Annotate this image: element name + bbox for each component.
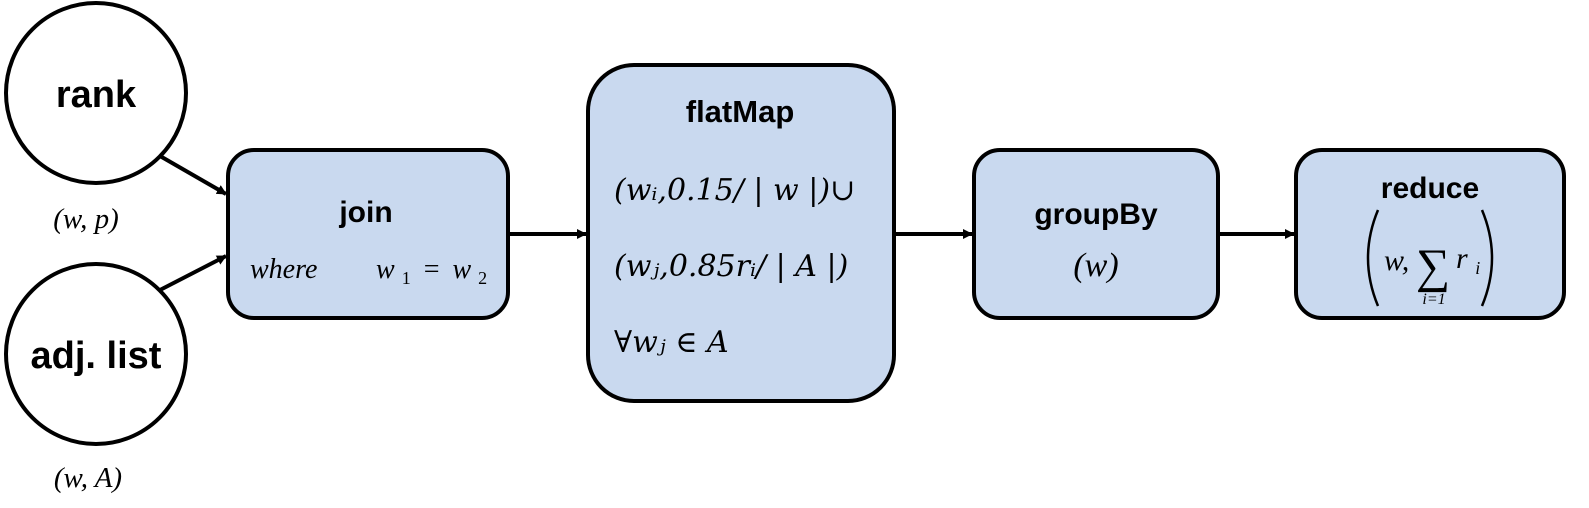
join-lhs-sub: 1 bbox=[402, 268, 411, 288]
rank-input-node: rank bbox=[4, 1, 188, 185]
flatmap-expr-line1: (wᵢ,0.15/ | w |)∪ bbox=[614, 173, 855, 208]
adj-list-schema: (w, A) bbox=[54, 462, 122, 494]
reduce-sigma-lower: i=1 bbox=[1422, 291, 1445, 308]
reduce-summand-sub: i bbox=[1475, 258, 1480, 278]
join-rhs-sub: 2 bbox=[478, 268, 487, 288]
reduce-sigma: ∑ bbox=[1416, 240, 1450, 293]
reduce-title: reduce bbox=[1381, 172, 1479, 205]
adj-list-circle bbox=[4, 262, 188, 446]
groupby-box bbox=[972, 148, 1220, 320]
adj-list-label: adj. list bbox=[31, 335, 162, 377]
flatmap-expr-line3: ∀wⱼ ∈ A bbox=[614, 325, 729, 360]
rank-label: rank bbox=[56, 74, 137, 116]
flatmap-operator: flatMap (wᵢ,0.15/ | w |)∪ (wⱼ,0.85rᵢ/ | … bbox=[586, 63, 896, 403]
flatmap-title: flatMap bbox=[686, 94, 795, 129]
reduce-left-paren bbox=[1366, 209, 1380, 307]
rank-circle bbox=[4, 1, 188, 185]
join-where-word: where bbox=[250, 254, 317, 285]
reduce-right-paren bbox=[1480, 209, 1494, 307]
join-title: join bbox=[338, 196, 392, 229]
groupby-key: (w) bbox=[1073, 247, 1118, 284]
join-operator: join where w 1 = w 2 bbox=[226, 148, 510, 320]
adj-list-input-node: adj. list bbox=[4, 262, 188, 446]
arrow-adj-to-join bbox=[159, 254, 227, 292]
join-rhs: w bbox=[452, 254, 471, 285]
reduce-box bbox=[1294, 148, 1566, 320]
reduce-var: w, bbox=[1384, 244, 1409, 277]
groupby-operator: groupBy (w) bbox=[972, 148, 1220, 320]
join-condition: where w 1 = w 2 bbox=[250, 254, 487, 291]
reduce-operator: reduce w, ∑ r i i=1 bbox=[1294, 148, 1566, 320]
join-box bbox=[226, 148, 510, 320]
groupby-title: groupBy bbox=[1034, 198, 1158, 231]
arrow-rank-to-join bbox=[159, 154, 227, 196]
join-eq: = bbox=[424, 254, 440, 285]
reduce-summand-base: r bbox=[1456, 242, 1468, 275]
flatmap-box bbox=[586, 63, 896, 403]
rank-schema: (w, p) bbox=[53, 203, 119, 235]
reduce-summand: r i bbox=[1456, 242, 1480, 278]
flatmap-expr-line2: (wⱼ,0.85rᵢ/ | A |) bbox=[614, 249, 848, 284]
join-lhs: w bbox=[376, 254, 395, 285]
